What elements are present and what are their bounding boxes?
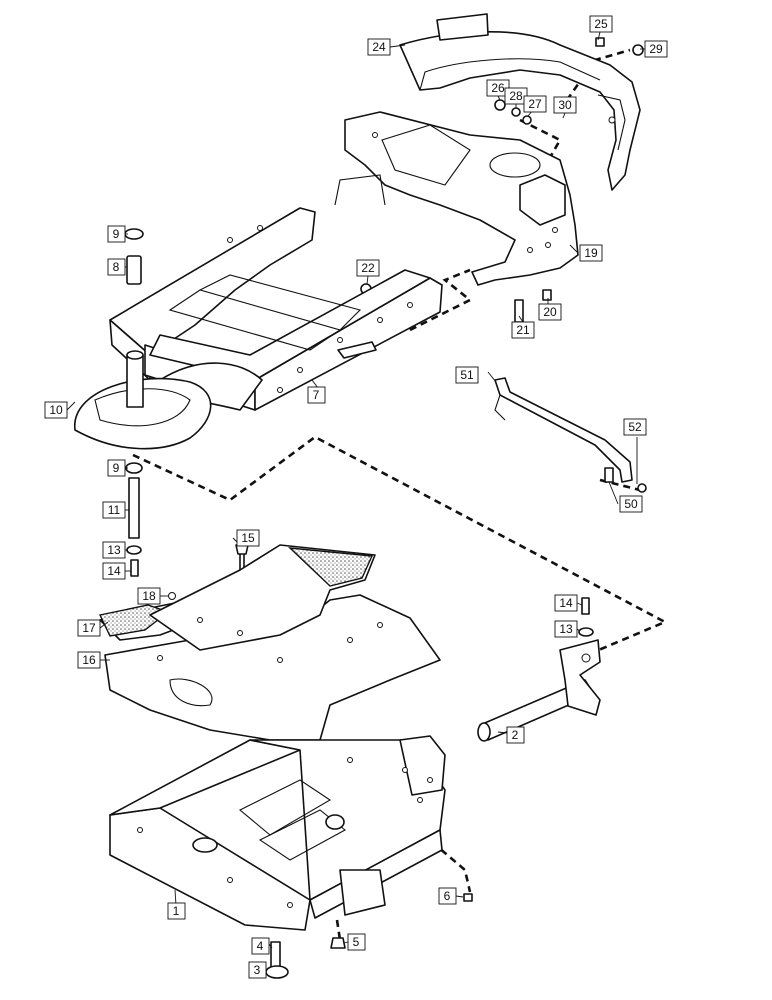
callout-22-label: 22 bbox=[361, 261, 375, 275]
callout-14-left-label: 14 bbox=[107, 564, 121, 578]
callout-51-label: 51 bbox=[460, 368, 474, 382]
callout-52-label: 52 bbox=[628, 420, 642, 434]
callout-1: 1 bbox=[167, 902, 186, 920]
callout-4-label: 4 bbox=[257, 939, 264, 953]
callout-9-top-label: 9 bbox=[113, 227, 120, 241]
callout-7: 7 bbox=[307, 386, 326, 404]
callout-18: 18 bbox=[137, 587, 161, 605]
callout-24: 24 bbox=[367, 38, 391, 56]
callout-19: 19 bbox=[579, 244, 603, 262]
callout-5: 5 bbox=[347, 933, 366, 951]
callout-27-label: 27 bbox=[528, 97, 542, 111]
callout-11-label: 11 bbox=[108, 503, 121, 517]
callout-22: 22 bbox=[356, 259, 380, 277]
callout-30: 30 bbox=[553, 96, 577, 114]
callout-6: 6 bbox=[438, 887, 457, 905]
floor-plate bbox=[98, 544, 441, 741]
pivot-pins bbox=[124, 228, 594, 979]
callout-25: 25 bbox=[589, 15, 613, 33]
callout-17-label: 17 bbox=[82, 621, 96, 635]
callout-16-label: 16 bbox=[82, 653, 96, 667]
rear-bumper-bracket bbox=[399, 13, 641, 191]
callout-4: 4 bbox=[251, 937, 270, 955]
callout-17: 17 bbox=[77, 619, 101, 637]
callout-21: 21 bbox=[511, 321, 535, 339]
callout-13-left: 13 bbox=[102, 541, 126, 559]
callout-14-right: 14 bbox=[554, 594, 578, 612]
callout-3: 3 bbox=[248, 961, 267, 979]
callout-13-right-label: 13 bbox=[559, 622, 573, 636]
callout-14-right-label: 14 bbox=[559, 596, 573, 610]
callout-26: 26 bbox=[486, 79, 510, 97]
callout-20-label: 20 bbox=[543, 305, 557, 319]
callout-50-label: 50 bbox=[624, 497, 638, 511]
callout-10: 10 bbox=[44, 401, 68, 419]
callout-1-label: 1 bbox=[173, 904, 180, 918]
callout-25-label: 25 bbox=[594, 17, 608, 31]
callout-26-label: 26 bbox=[491, 81, 505, 95]
lower-chassis bbox=[109, 735, 446, 931]
callout-27: 27 bbox=[523, 95, 547, 113]
callout-50: 50 bbox=[619, 495, 643, 513]
callout-24-label: 24 bbox=[372, 40, 386, 54]
callout-28-label: 28 bbox=[509, 89, 523, 103]
callout-30-label: 30 bbox=[558, 98, 572, 112]
callout-51: 51 bbox=[455, 366, 479, 384]
upper-frame bbox=[109, 207, 443, 411]
pivot-plate bbox=[74, 377, 212, 450]
callout-14-left: 14 bbox=[102, 562, 126, 580]
callout-2-label: 2 bbox=[512, 728, 519, 742]
callout-18-label: 18 bbox=[142, 589, 156, 603]
rear-plate bbox=[334, 111, 579, 286]
callout-15: 15 bbox=[236, 529, 260, 547]
callout-52: 52 bbox=[623, 418, 647, 436]
callout-15-label: 15 bbox=[241, 531, 255, 545]
callout-16: 16 bbox=[77, 651, 101, 669]
callout-9-bottom-label: 9 bbox=[113, 461, 120, 475]
callout-3-label: 3 bbox=[254, 963, 261, 977]
callout-19-label: 19 bbox=[584, 246, 598, 260]
callout-29-label: 29 bbox=[649, 42, 663, 56]
callout-9-bottom: 9 bbox=[107, 459, 126, 477]
callout-8: 8 bbox=[107, 258, 126, 276]
callout-7-label: 7 bbox=[313, 388, 320, 402]
callout-8-label: 8 bbox=[113, 260, 120, 274]
callout-2: 2 bbox=[506, 726, 525, 744]
callout-11: 11 bbox=[102, 501, 126, 519]
axle-assembly bbox=[477, 639, 601, 742]
callout-20: 20 bbox=[538, 303, 562, 321]
callout-6-label: 6 bbox=[444, 889, 451, 903]
callout-13-left-label: 13 bbox=[107, 543, 121, 557]
callout-29: 29 bbox=[644, 40, 668, 58]
callout-5-label: 5 bbox=[353, 935, 360, 949]
side-bracket bbox=[494, 377, 647, 493]
callout-21-label: 21 bbox=[516, 323, 530, 337]
callout-9-top: 9 bbox=[107, 225, 126, 243]
callout-13-right: 13 bbox=[554, 620, 578, 638]
callout-10-label: 10 bbox=[49, 403, 63, 417]
